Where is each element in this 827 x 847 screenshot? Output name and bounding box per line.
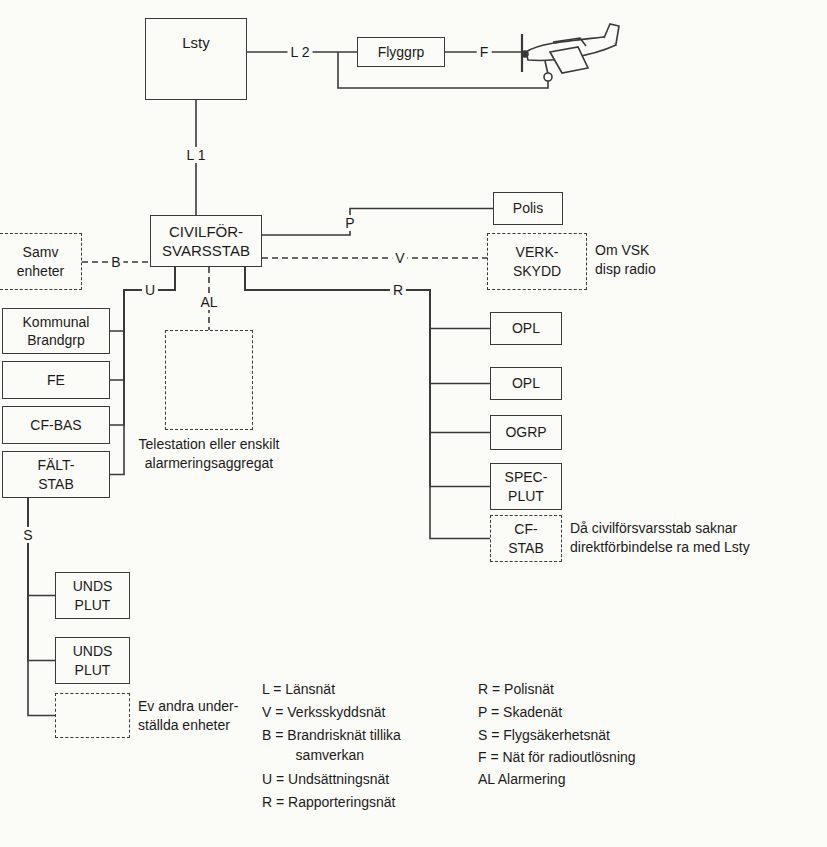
legend-text: F = Nät för radioutlösning <box>478 748 636 768</box>
connector <box>245 267 490 384</box>
network-letter: F <box>477 44 492 60</box>
connector <box>262 257 487 259</box>
opl-box: OPL <box>490 367 562 400</box>
legend-item: U = Undsättningsnät <box>262 770 389 790</box>
connector <box>28 498 55 661</box>
legend-item: S = Flygsäkerhetsnät <box>478 726 610 746</box>
civilforsvarsstab-box: CIVILFÖR- SVARSSTAB <box>150 215 262 267</box>
legend-text: R = Polisnät <box>478 680 554 700</box>
dashed-box <box>55 693 130 738</box>
connector <box>262 209 493 236</box>
network-letter: V <box>392 250 407 266</box>
connector <box>245 267 490 433</box>
node-text: CF-BAS <box>30 416 81 434</box>
node-text: OGRP <box>505 423 546 441</box>
legend-text: U = Undsättningsnät <box>262 770 389 790</box>
node-text: VERK- SKYDD <box>508 243 566 279</box>
cf-bas-box: CF-BAS <box>2 406 110 444</box>
legend-item: V = Verksskyddsnät <box>262 703 385 723</box>
specplut-box: SPEC- PLUT <box>490 463 562 510</box>
dashed-box: VERK- SKYDD <box>487 233 587 290</box>
network-letter: L 1 <box>184 147 209 163</box>
network-letter: R <box>390 282 406 298</box>
node-text: Samv enheter <box>5 243 76 279</box>
polis-box: Polis <box>493 192 563 225</box>
node-note: Om VSK disp radio <box>595 241 675 279</box>
airplane-tail <box>604 24 619 44</box>
legend-text: S = Flygsäkerhetsnät <box>478 726 610 746</box>
node-text: Kommunal Brandgrp <box>8 313 104 349</box>
airplane-wing <box>550 47 588 73</box>
airplane-upper-wing <box>553 38 586 46</box>
dashed-box: CF- STAB <box>490 515 562 562</box>
legend-item: L = Länsnät <box>262 680 335 700</box>
brandgrupp-box: Kommunal Brandgrp <box>2 308 110 354</box>
airplane-nose <box>522 51 528 57</box>
airplane-strut <box>545 61 548 74</box>
node-text: Flyggrp <box>378 43 425 61</box>
legend-item: B = Brandrisknät tillika samverkan <box>262 726 436 765</box>
node-text: CIVILFÖR- SVARSSTAB <box>156 222 256 261</box>
node-text: OPL <box>512 374 540 392</box>
node-text: Lsty <box>182 33 210 53</box>
legend-item: R = Polisnät <box>478 680 554 700</box>
connector <box>245 267 490 539</box>
legend-text: AL Alarmering <box>478 770 565 790</box>
network-letter: B <box>108 254 123 270</box>
legend-item: AL Alarmering <box>478 770 565 790</box>
legend-item: R = Rapporteringsnät <box>262 793 395 813</box>
legend-text: V = Verksskyddsnät <box>262 703 385 723</box>
flyggrupp-box: Flyggrp <box>357 37 445 67</box>
opl-box: OPL <box>490 312 562 345</box>
node-text: SPEC- PLUT <box>499 468 553 504</box>
other-units-box: Ev andra under- ställda enheter <box>55 693 252 738</box>
connector <box>245 267 490 487</box>
undsattningspluton-box: UNDS PLUT <box>55 637 130 684</box>
legend-text: B = Brandrisknät tillika samverkan <box>262 726 436 765</box>
samverkan-box: Samv enheter <box>0 233 82 290</box>
dashed-box <box>165 330 253 430</box>
node-note: Telestation eller enskilt alarmeringsagg… <box>134 435 284 473</box>
network-letter: AL <box>197 294 220 310</box>
network-letter: S <box>20 527 35 543</box>
fe-box: FE <box>2 361 110 399</box>
network-letter: L 2 <box>288 44 313 60</box>
node-text: FÄLT- STAB <box>29 456 83 492</box>
node-text: FE <box>47 371 65 389</box>
node-note: Då civilförsvarsstab saknar direktförbin… <box>570 519 782 557</box>
undsattningspluton-box: UNDS PLUT <box>55 572 130 619</box>
node-text: OPL <box>512 319 540 337</box>
telestation-box: Telestation eller enskilt alarmeringsagg… <box>134 330 284 473</box>
artwork <box>197 24 619 399</box>
lansstyrelse-box: Lsty <box>145 18 247 100</box>
node-text: Polis <box>513 199 543 217</box>
node-text: UNDS PLUT <box>67 577 119 613</box>
connector <box>28 498 55 596</box>
airplane-wheel <box>544 73 552 81</box>
network-letter: P <box>342 215 357 231</box>
network-letter: U <box>142 282 158 298</box>
node-text: CF- STAB <box>504 520 548 556</box>
cf-stab-box: CF- STAB Då civilförsvarsstab saknar dire… <box>490 515 782 562</box>
connector <box>245 267 490 329</box>
legend-text: L = Länsnät <box>262 680 335 700</box>
node-note: Ev andra under- ställda enheter <box>138 697 252 735</box>
legend-text: R = Rapporteringsnät <box>262 793 395 813</box>
node-text: UNDS PLUT <box>67 642 119 678</box>
ogrp-box: OGRP <box>490 415 562 450</box>
faltstab-box: FÄLT- STAB <box>2 451 110 498</box>
legend-text: P = Skadenät <box>478 703 562 723</box>
legend-item: F = Nät för radioutlösning <box>478 748 636 768</box>
legend-item: P = Skadenät <box>478 703 562 723</box>
connector <box>110 267 175 331</box>
verkskydd-box: VERK- SKYDD Om VSK disp radio <box>487 233 675 290</box>
